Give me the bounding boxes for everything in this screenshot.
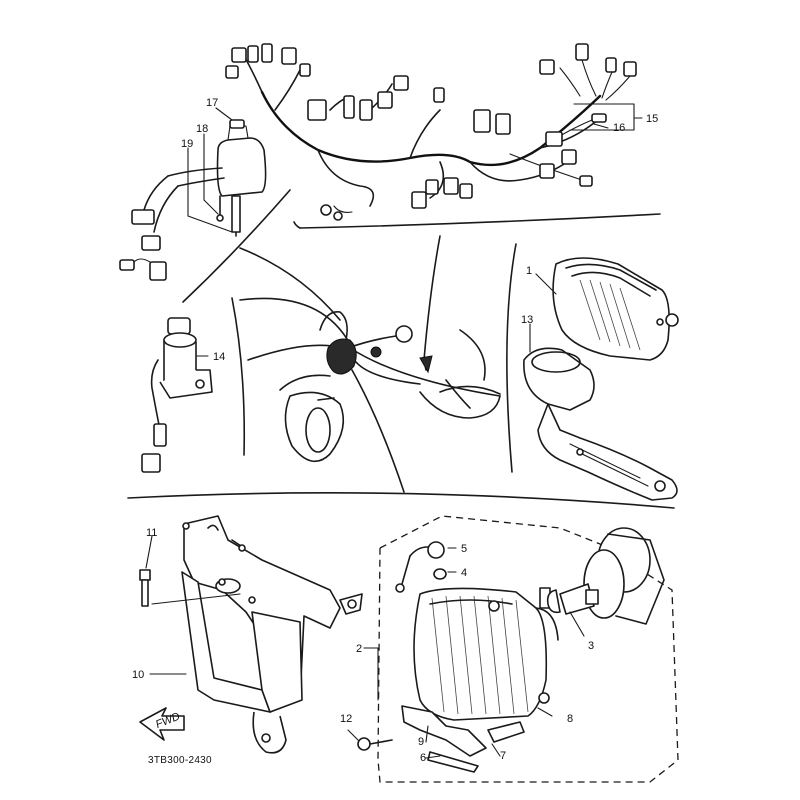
callout-14: 14 [213, 351, 225, 363]
headlight-stay [139, 515, 363, 754]
leader-lines [145, 103, 643, 759]
callout-4: 4 [461, 567, 467, 579]
callout-2: 2 [356, 643, 362, 655]
callout-5: 5 [461, 543, 467, 555]
callout-19: 19 [181, 138, 193, 150]
speedometer-assembly [523, 257, 679, 501]
callout-17: 17 [206, 97, 218, 109]
callout-8: 8 [567, 713, 573, 725]
section-dividers [127, 189, 675, 509]
callout-15: 15 [646, 113, 658, 125]
callout-18: 18 [196, 123, 208, 135]
callout-12: 12 [340, 713, 352, 725]
main-switch [141, 317, 213, 473]
callout-9: 9 [418, 736, 424, 748]
callout-10: 10 [132, 669, 144, 681]
callout-6: 6 [420, 752, 426, 764]
callout-13: 13 [521, 314, 533, 326]
drawing-code: 3TB300-2430 [148, 755, 212, 766]
callouts: 1 2 3 4 5 6 7 8 9 10 11 12 13 14 15 16 1… [132, 97, 658, 764]
motorcycle-outline [239, 235, 501, 493]
callout-3: 3 [588, 640, 594, 652]
callout-11: 11 [146, 527, 157, 539]
wire-harness [225, 43, 637, 221]
headlight-unit [357, 515, 679, 783]
callout-1: 1 [526, 265, 532, 277]
callout-7: 7 [500, 750, 506, 762]
fwd-arrow-group: FWD [139, 707, 185, 741]
handlebar-switch [119, 119, 267, 281]
callout-16: 16 [613, 122, 625, 134]
